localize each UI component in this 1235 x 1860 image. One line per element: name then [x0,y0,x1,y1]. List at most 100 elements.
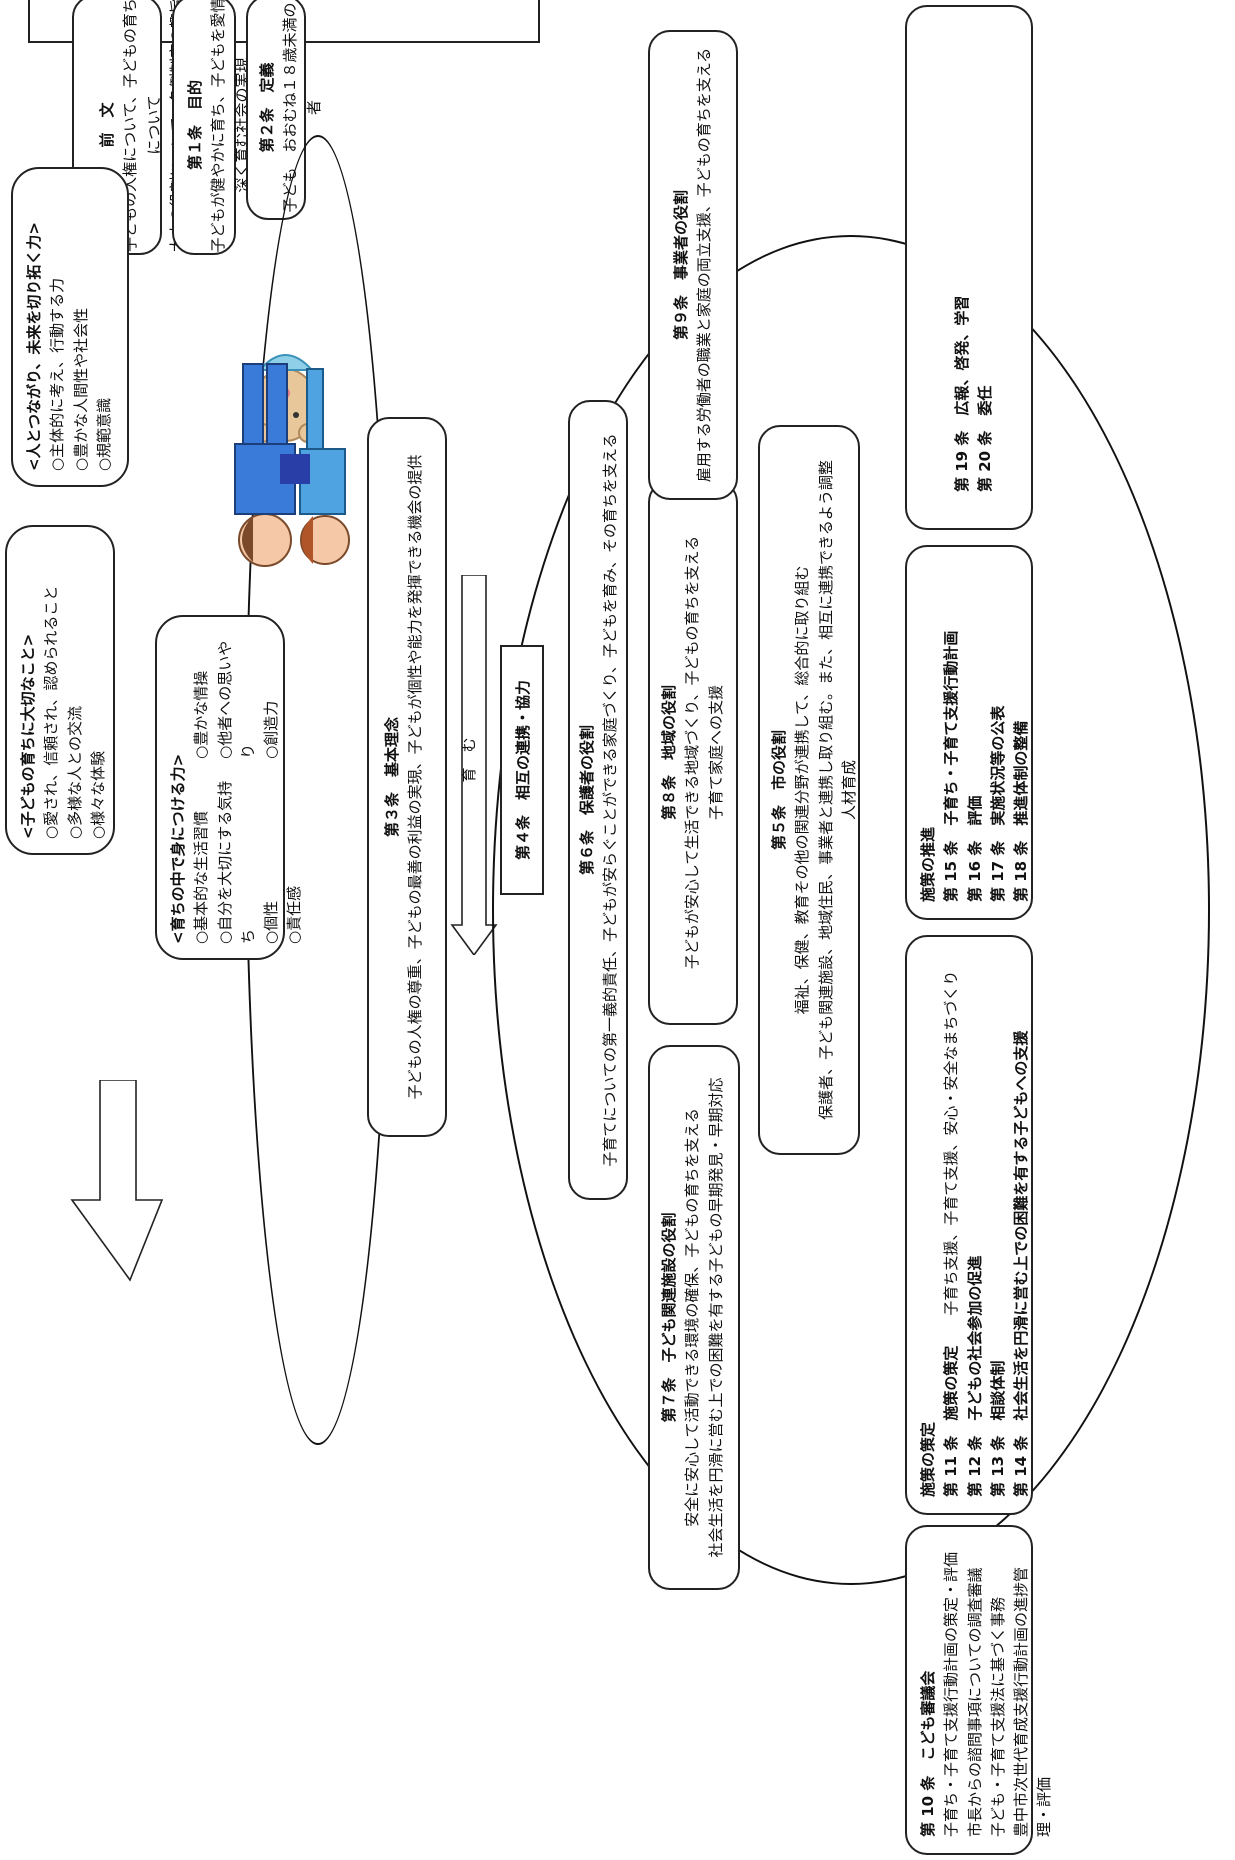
pp-row-3-num: 第 17 条 [989,841,1007,902]
future-power-callout [17,498,18,499]
article-3-text: 子どもの人権の尊重、子どもの最善の利益の実現、子どもが個性や能力を発揮できる機会… [404,419,427,1135]
future-power-balloon [15,500,16,501]
future-section [28,487,29,488]
growth-left-2: ○自分を大切にする気持ち [214,773,261,944]
future-connection-callout [11,504,12,505]
future-ability-callout [20,495,21,496]
misc-row-1-label: 広報、啓発、学習 [953,296,971,416]
article-8-line-2: 子育て家庭への支援 [705,482,728,1023]
article-9-text: 雇用する労働者の職業と家庭の両立支援、子どもの育ちを支える [693,32,716,498]
growth-left-3: ○個性 [260,773,283,944]
article-5-line-3: 人材育成 [838,427,861,1153]
article-7-box: 第７条 子ども関連施設の役割 安全に安心して活動できる環境の確保、子どもの育ちを… [648,1045,740,1590]
future-callout [27,488,28,489]
future-connection-section [12,503,13,504]
future-power-section [18,497,19,498]
future-balloon-section [23,492,24,493]
future-balloon-callout [22,493,23,494]
pf-row-2-num: 第 12 条 [966,1436,984,1497]
article-7-title: 第７条 子ども関連施設の役割 [658,1047,681,1588]
article-3-box: 第３条 基本理念 子どもの人権の尊重、子どもの最善の利益の実現、子どもが個性や能… [367,417,447,1137]
future-ability-box [25,486,26,487]
policy-formulation-title: 施策の策定 [917,953,940,1497]
pp-row-4-num: 第 18 条 [1012,841,1030,902]
policy-promotion-box: 施策の推進 第 15 条 子育ち・子育て支援行動計画 第 16 条 評価 第 1… [905,545,1033,920]
future-connection-card [14,501,15,502]
pf-row-3-label: 相談体制 [989,1361,1007,1421]
pp-row-2-num: 第 16 条 [966,841,984,902]
future-item-2: ○豊かな人間性や社会性 [70,183,93,471]
policy-promotion-title: 施策の推進 [917,563,940,902]
pf-row-1-num: 第 11 条 [942,1436,960,1497]
important-item-2: ○多様な人との交流 [64,541,87,839]
council-title: 第 10 条 こども審議会 [917,1543,940,1837]
council-box: 第 10 条 こども審議会 子育ち・子育て支援行動計画の策定・評価 市長からの諮… [905,1525,1033,1855]
article-6-box: 第６条 保護者の役割 子育てについての第一義的責任、子どもが安らぐことができる家… [568,400,628,1200]
pf-row-4-num: 第 14 条 [1012,1436,1030,1497]
article-1-box: 第１条 目的 子どもが健やかに育ち、子どもを愛情深く育む社会の実現 [172,0,236,255]
growth-right-3: ○創造力 [260,631,283,759]
misc-row-2-label: 委任 [976,386,994,416]
growth-right-1: ○豊かな情操 [190,631,213,759]
article-1-title: 第１条 目的 [184,0,207,253]
future-title: <人とつながり、未来を切り拓く力> [23,183,46,471]
article-9-title: 第９条 事業者の役割 [670,32,693,498]
future-item-1: ○主体的に考え、行動する力 [46,183,69,471]
pf-row-1-label: 施策の策定 [942,1346,960,1421]
misc-box: 第 19 条 広報、啓発、学習 第 20 条 委任 [905,5,1033,530]
future-item-3: ○規範意識 [93,183,116,471]
article-2-title: 第２条 定義 [256,0,279,218]
pf-row-3-num: 第 13 条 [989,1436,1007,1497]
pf-row-1-extra: 子育ち支援、子育て支援、安心・安全なまちづくり [942,971,960,1316]
future-connection-box [12,486,13,487]
council-item-3: 子ども・子育て支援法に基づく事務 [987,1543,1010,1837]
article-4-box: 第４条 相互の連携・協力 [500,645,544,895]
article-5-box: 第５条 市の役割 福祉、保健、教育その他の関連分野が連携して、総合的に取り組む … [758,425,860,1155]
pp-row-2-label: 評価 [966,796,984,826]
pp-row-1-label: 子育ち・子育て支援行動計画 [942,631,960,826]
important-balloon: <子どもの育ちに大切なこと> ○愛され、信頼され、認められること ○多様な人との… [5,525,115,855]
future-power-card [16,499,17,500]
council-item-4: 豊中市次世代育成支援行動計画の進捗管理・評価 [1010,1543,1057,1837]
important-title: <子どもの育ちに大切なこと> [17,541,40,839]
children-illustration [135,340,350,580]
pf-row-4-label: 社会生活を円滑に営む上での困難を有する子どもへの支援 [1012,1031,1030,1421]
future-power-panel [19,496,20,497]
misc-row-1-num: 第 19 条 [953,431,971,492]
article-8-title: 第８条 地域の役割 [658,482,681,1023]
growth-right-2: ○他者への思いやり [214,631,261,759]
misc-row-2-num: 第 20 条 [976,431,994,492]
important-item-1: ○愛され、信頼され、認められること [40,541,63,839]
article-9-box: 第９条 事業者の役割 雇用する労働者の職業と家庭の両立支援、子どもの育ちを支える [648,30,738,500]
future-balloon-card [25,490,26,491]
article-6-title: 第６条 保護者の役割 [576,402,599,1198]
article-6-text: 子育てについての第一義的責任、子どもが安らぐことができる家庭づくり、子どもを育み… [599,402,622,1198]
growth-left-1: ○基本的な生活習慣 [190,773,213,944]
future-main-balloon [24,487,25,488]
article-5-title: 第５条 市の役割 [768,427,791,1153]
future-connection [10,505,11,506]
nurture-label: 育 む [458,700,481,820]
future-balloon [10,531,11,532]
article-7-line-2: 社会生活を円滑に営む上での困難を有する子どもの早期発見・早期対応 [705,1047,728,1588]
article-7-line-1: 安全に安心して活動できる環境の確保、子どもの育ちを支える [681,1047,704,1588]
council-item-1: 子育ち・子育て支援行動計画の策定・評価 [940,1543,963,1837]
future-panel [29,486,30,487]
future-power-box [19,485,20,486]
article-5-line-2: 保護者、子ども関連施設、地域住民、事業者と連携し取り組む。また、相互に連携できる… [815,427,838,1153]
article-3-title: 第３条 基本理念 [381,419,404,1135]
article-8-line-1: 子どもが安心して生活できる地域づくり、子どもの育ちを支える [681,482,704,1023]
future-ability-section [21,494,22,495]
pp-row-3-label: 実施状況等の公表 [989,706,1007,826]
future-balloon-panel [24,491,25,492]
council-item-2: 市長からの諮問事項についての調査審議 [964,1543,987,1837]
growth-title: <育ちの中で身につける力> [167,631,190,944]
article-8-box: 第８条 地域の役割 子どもが安心して生活できる地域づくり、子どもの育ちを支える … [648,480,738,1025]
future-balloon-final: <人とつながり、未来を切り拓く力> ○主体的に考え、行動する力 ○豊かな人間性や… [11,167,129,487]
pp-row-1-num: 第 15 条 [942,841,960,902]
growth-balloon: <育ちの中で身につける力> ○基本的な生活習慣 ○自分を大切にする気持ち ○個性… [155,615,285,960]
policy-formulation-box: 施策の策定 第 11 条 施策の策定 子育ち支援、子育て支援、安心・安全なまちづ… [905,935,1033,1515]
growth-arrow [70,1080,165,1340]
pp-row-4-label: 推進体制の整備 [1012,721,1030,826]
